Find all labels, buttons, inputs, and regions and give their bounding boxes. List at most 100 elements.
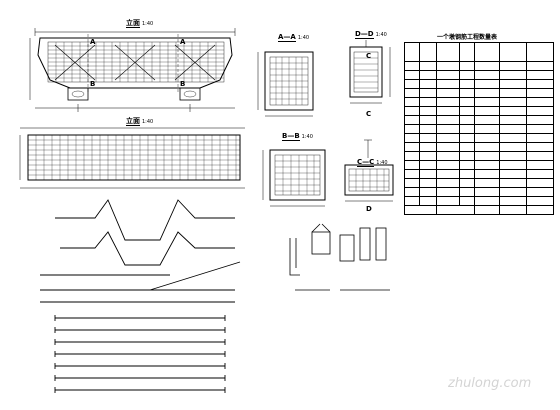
table-cell xyxy=(526,79,554,89)
cut-marker-d-bottom: D xyxy=(366,205,372,213)
table-cell xyxy=(459,187,475,197)
table-cell xyxy=(474,115,500,125)
table-cell xyxy=(526,151,554,161)
table-cell xyxy=(499,151,527,161)
table-cell xyxy=(404,142,420,152)
table-cell xyxy=(419,196,437,206)
table-cell xyxy=(436,70,460,80)
table-cell xyxy=(499,124,527,134)
table-cell xyxy=(419,187,437,197)
table-row xyxy=(404,160,554,170)
table-cell xyxy=(436,124,460,134)
table-cell xyxy=(436,88,460,98)
table-cell xyxy=(419,106,437,116)
table-cell xyxy=(404,151,420,161)
table-cell xyxy=(474,169,500,179)
table-cell xyxy=(436,115,460,125)
table-cell xyxy=(499,142,527,152)
table-header-cell xyxy=(459,42,475,62)
plan-view xyxy=(19,127,245,189)
table-cell xyxy=(436,169,460,179)
table-cell xyxy=(459,70,475,80)
table-cell xyxy=(459,124,475,134)
table-cell xyxy=(419,70,437,80)
table-cell xyxy=(419,151,437,161)
section-a-a xyxy=(257,51,314,117)
table-cell xyxy=(474,178,500,188)
table-title: 一个墩钢筋工程数量表 xyxy=(437,34,498,41)
table-cell xyxy=(419,124,437,134)
table-cell xyxy=(499,97,527,107)
table-row xyxy=(404,61,554,71)
table-cell xyxy=(419,133,437,143)
table-cell xyxy=(436,196,460,206)
table-cell xyxy=(499,160,527,170)
table-footer-cell xyxy=(436,205,475,215)
table-header-cell xyxy=(419,42,437,62)
table-cell xyxy=(474,70,500,80)
table-cell xyxy=(474,61,500,71)
table-cell xyxy=(499,106,527,116)
table-footer-cell xyxy=(499,205,527,215)
table-cell xyxy=(526,178,554,188)
table-header-cell xyxy=(436,42,460,62)
table-cell xyxy=(419,178,437,188)
table-cell xyxy=(404,79,420,89)
table-cell xyxy=(499,61,527,71)
table-header-cell xyxy=(474,42,500,62)
table-cell xyxy=(459,106,475,116)
table-cell xyxy=(419,160,437,170)
table-cell xyxy=(526,133,554,143)
table-cell xyxy=(459,79,475,89)
table-cell xyxy=(436,178,460,188)
table-row xyxy=(404,169,554,179)
table-cell xyxy=(404,133,420,143)
table-cell xyxy=(474,142,500,152)
table-footer-row xyxy=(404,205,554,215)
table-row xyxy=(404,79,554,89)
table-cell xyxy=(404,169,420,179)
table-row xyxy=(404,196,554,206)
table-cell xyxy=(499,169,527,179)
table-cell xyxy=(526,88,554,98)
table-cell xyxy=(474,160,500,170)
cut-marker-b-right: B xyxy=(180,80,186,88)
table-cell xyxy=(526,70,554,80)
table-cell xyxy=(436,79,460,89)
table-cell xyxy=(459,88,475,98)
table-cell xyxy=(459,142,475,152)
table-cell xyxy=(526,61,554,71)
table-cell xyxy=(526,169,554,179)
table-cell xyxy=(459,151,475,161)
table-cell xyxy=(459,178,475,188)
table-row xyxy=(404,142,554,152)
table-cell xyxy=(404,115,420,125)
table-cell xyxy=(474,133,500,143)
table-row xyxy=(404,187,554,197)
table-cell xyxy=(419,169,437,179)
table-cell xyxy=(526,196,554,206)
table-cell xyxy=(459,160,475,170)
table-cell xyxy=(436,97,460,107)
table-cell xyxy=(459,61,475,71)
table-cell xyxy=(499,133,527,143)
table-row xyxy=(404,133,554,143)
table-row xyxy=(404,115,554,125)
table-row xyxy=(404,97,554,107)
table-cell xyxy=(419,97,437,107)
table-cell xyxy=(499,79,527,89)
table-header-cell xyxy=(499,42,527,62)
bar-shapes xyxy=(40,199,241,303)
table-cell xyxy=(404,88,420,98)
table-footer-cell xyxy=(474,205,500,215)
table-cell xyxy=(404,160,420,170)
table-header-row xyxy=(404,42,554,62)
table-row xyxy=(404,88,554,98)
table-row xyxy=(404,106,554,116)
quantity-table xyxy=(404,42,554,215)
cut-marker-a-left: A xyxy=(90,38,96,46)
table-cell xyxy=(419,88,437,98)
